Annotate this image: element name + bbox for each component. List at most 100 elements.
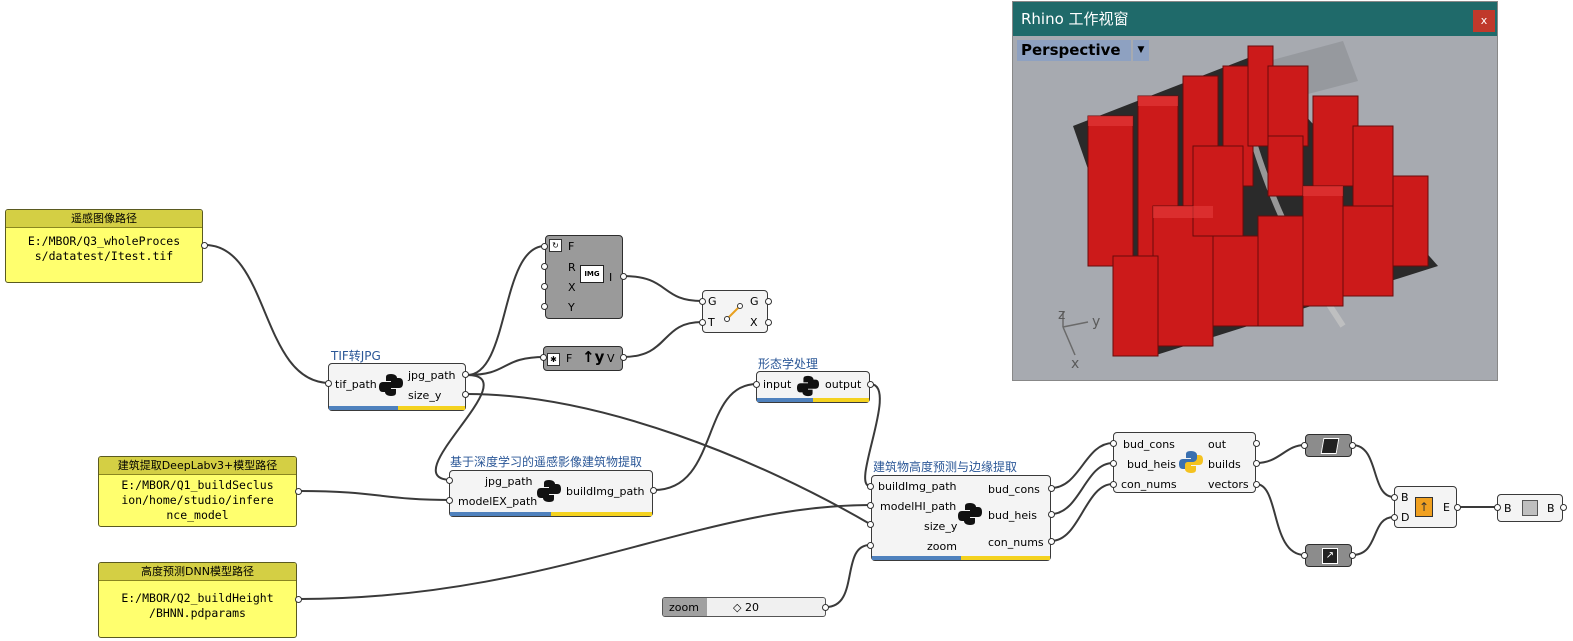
input-pin[interactable] [325,380,332,387]
input-pin[interactable] [446,477,453,484]
input-label: bud_cons [1123,438,1175,451]
input-pin[interactable] [867,483,874,490]
input-pin[interactable] [1391,494,1398,501]
input-label: G [708,295,717,308]
python-component-builder[interactable]: bud_cons bud_heis con_nums out builds ve… [1113,432,1256,493]
output-pin[interactable] [867,381,874,388]
viewport-tab[interactable]: Perspective [1017,40,1131,61]
status-stripe [757,398,813,402]
rhino-title-bar[interactable]: Rhino 工作视窗 [1013,2,1497,36]
input-pin[interactable] [541,283,548,290]
input-pin[interactable] [1391,514,1398,521]
output-pin[interactable] [1048,511,1055,518]
input-pin[interactable] [540,354,547,361]
output-pin[interactable] [822,604,829,611]
input-pin[interactable] [1494,504,1501,511]
component-title: 形态学处理 [758,357,819,371]
input-pin[interactable] [541,303,548,310]
output-pin[interactable] [620,273,627,280]
refresh-icon[interactable]: ↻ [549,239,562,252]
input-label: modelHI_path [880,500,957,513]
output-pin[interactable] [765,319,772,326]
output-pin[interactable] [650,487,657,494]
output-pin[interactable] [295,596,302,603]
slider-knob-icon[interactable]: ◇ [733,601,742,614]
wire [1351,516,1395,556]
panel-text[interactable]: E:/MBOR/Q1_buildSeclus ion/home/studio/i… [121,478,274,522]
move-component[interactable]: G T G X [702,290,768,333]
zoom-slider[interactable]: zoom ◇ 20 [662,597,826,617]
output-label: vectors [1208,478,1249,491]
vector-param-component[interactable]: ↗ [1305,544,1352,567]
surface-icon [1320,438,1340,454]
asterisk-icon[interactable]: ✱ [547,353,560,366]
input-pin[interactable] [867,521,874,528]
panel-build-model-path[interactable]: 建筑提取DeepLabv3+模型路径 E:/MBOR/Q1_buildSeclu… [98,456,297,527]
output-pin[interactable] [201,242,208,249]
surface-param-component[interactable] [1305,434,1352,457]
input-pin[interactable] [753,381,760,388]
input-pin[interactable] [1301,552,1308,559]
output-pin[interactable] [1253,481,1260,488]
status-stripe [872,556,961,560]
input-pin[interactable] [699,319,706,326]
input-label: Y [568,301,575,314]
image-icon: IMG [580,265,604,283]
python-icon [958,503,982,525]
output-label: V [607,352,615,365]
component-title: 建筑物高度预测与边缘提取 [873,460,1018,474]
output-pin[interactable] [1349,442,1356,449]
output-pin[interactable] [295,488,302,495]
input-pin[interactable] [699,298,706,305]
wire [204,244,331,384]
wire [864,383,881,487]
output-pin[interactable] [1253,460,1260,467]
chevron-down-icon[interactable]: ▼ [1133,40,1149,61]
output-pin[interactable] [1454,504,1461,511]
slider-label-box: zoom [663,598,707,616]
input-pin[interactable] [541,243,548,250]
panel-text[interactable]: E:/MBOR/Q3_wholeProces s/datatest/Itest.… [27,234,181,263]
output-pin[interactable] [620,354,627,361]
python-component-extract[interactable]: jpg_path modelEX_path buildImg_path [449,470,653,517]
output-pin[interactable] [462,391,469,398]
wire [1050,462,1114,515]
output-pin[interactable] [765,298,772,305]
input-pin[interactable] [541,263,548,270]
input-pin[interactable] [1110,460,1117,467]
output-pin[interactable] [1349,552,1356,559]
bake-component[interactable]: B B [1497,494,1563,522]
input-pin[interactable] [1301,442,1308,449]
input-pin[interactable] [867,502,874,509]
input-pin[interactable] [1110,440,1117,447]
number-component[interactable]: ✱ F ↑y V [543,346,623,371]
component-title: 基于深度学习的遥感影像建筑物提取 [450,455,643,469]
input-label: B [1504,502,1512,515]
extrude-component[interactable]: B D E ↑ [1394,486,1457,528]
output-pin[interactable] [1048,538,1055,545]
output-pin[interactable] [1253,440,1260,447]
status-stripe [398,406,465,410]
panel-title: 建筑提取DeepLabv3+模型路径 [99,457,296,475]
input-pin[interactable] [867,542,874,549]
status-stripe [450,512,551,516]
input-pin[interactable] [1110,481,1117,488]
input-pin[interactable] [446,497,453,504]
city-3d-model [1073,41,1438,357]
wire [622,275,703,302]
output-pin[interactable] [462,371,469,378]
output-pin[interactable] [1048,485,1055,492]
python-component-tif2jpg[interactable]: tif_path jpg_path size_y [328,363,466,411]
python-component-morph[interactable]: input output [756,371,870,403]
python-component-height[interactable]: buildImg_path modelHI_path size_y zoom b… [871,475,1051,561]
input-label: F [568,240,575,253]
input-label: X [568,281,576,294]
close-button[interactable]: x [1473,10,1495,32]
input-label: R [568,261,576,274]
rhino-viewport-window[interactable]: Rhino 工作视窗 x Perspective ▼ [1012,1,1498,381]
panel-remote-image-path[interactable]: 遥感图像路径 E:/MBOR/Q3_wholeProces s/datatest… [5,209,203,283]
panel-text[interactable]: E:/MBOR/Q2_buildHeight /BHNN.pdparams [121,591,274,620]
output-pin[interactable] [1560,504,1567,511]
image-sampler-component[interactable]: ↻ F R X Y I IMG [545,235,623,319]
panel-height-model-path[interactable]: 高度预测DNN模型路径 E:/MBOR/Q2_buildHeight /BHNN… [98,562,297,638]
